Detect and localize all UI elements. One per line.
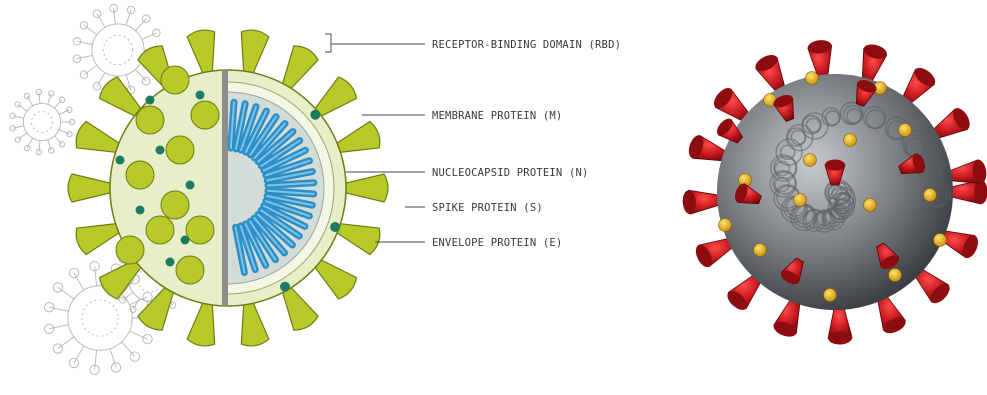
spike-protein (68, 174, 116, 202)
spike-shape (340, 174, 388, 202)
spike-head-top-view (161, 66, 189, 94)
rbd-bracket (325, 34, 331, 52)
yellow-envelope-protein (924, 189, 937, 202)
virus-cross-section-diagram (68, 30, 388, 346)
label-envelope-protein: ENVELOPE PROTEIN (E) (432, 237, 562, 249)
spike-head-top-view (146, 216, 174, 244)
spike-head-top-view (166, 136, 194, 164)
yellow-envelope-protein (754, 244, 767, 257)
yellow-envelope-protein (804, 154, 817, 167)
membrane-protein (310, 110, 320, 120)
virus-sketch-icon (10, 89, 75, 154)
cut-edge (222, 70, 228, 306)
spike-shape (68, 174, 116, 202)
spike-head-top-view (116, 236, 144, 264)
envelope-protein-dot (136, 206, 145, 215)
envelope-protein-dot (166, 258, 175, 267)
label-rbd: RECEPTOR-BINDING DOMAIN (RBD) (432, 39, 621, 51)
envelope-protein-dot (156, 146, 165, 155)
spike-head-top-view (176, 256, 204, 284)
spike-head-top-view (161, 191, 189, 219)
spike-protein (340, 174, 388, 202)
envelope-protein-dot (196, 91, 205, 100)
yellow-envelope-protein (889, 269, 902, 282)
yellow-envelope-protein (864, 199, 877, 212)
spike-head-top-view (186, 216, 214, 244)
label-nucleocapsid-protein: NUCLEOCAPSID PROTEIN (N) (432, 167, 589, 179)
yellow-envelope-protein (806, 72, 819, 85)
membrane-protein (330, 222, 340, 232)
membrane-protein (280, 282, 290, 292)
spike-head-top-view (126, 161, 154, 189)
yellow-envelope-protein (794, 194, 807, 207)
virus-3d-render (682, 39, 987, 345)
labels: RECEPTOR-BINDING DOMAIN (RBD) MEMBRANE P… (432, 39, 621, 249)
spike-head-top-view (136, 106, 164, 134)
yellow-envelope-protein (719, 219, 732, 232)
yellow-envelope-protein (899, 124, 912, 137)
yellow-envelope-protein (824, 289, 837, 302)
yellow-envelope-protein (934, 234, 947, 247)
red-spike-protein (828, 304, 852, 345)
spike-head-top-view (191, 101, 219, 129)
envelope-protein-dot (181, 236, 190, 245)
envelope-protein-dot (116, 156, 125, 165)
envelope-protein-dot (186, 181, 195, 190)
yellow-envelope-protein (844, 134, 857, 147)
label-membrane-protein: MEMBRANE PROTEIN (M) (432, 110, 562, 122)
label-spike-protein: SPIKE PROTEIN (S) (432, 202, 543, 214)
envelope-protein-dot (146, 96, 155, 105)
